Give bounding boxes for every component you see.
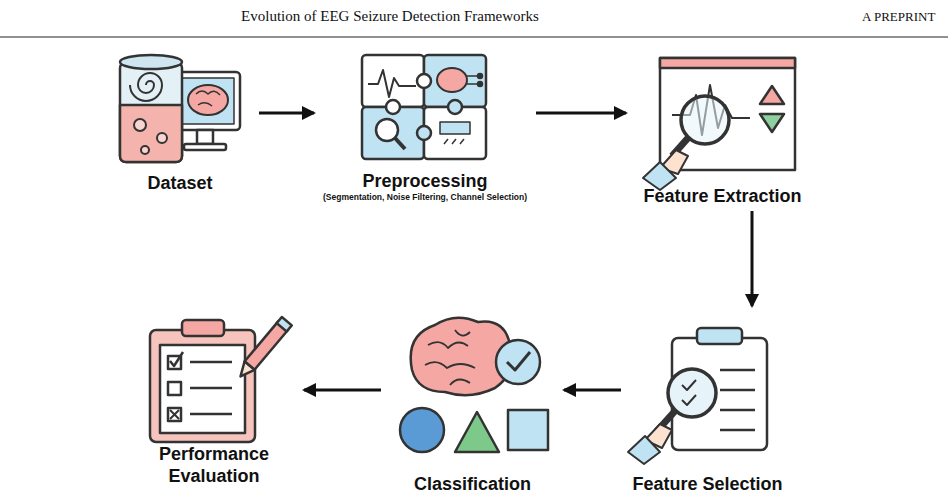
database-icon: [120, 105, 182, 162]
evaluation-icon: [150, 317, 292, 442]
stage-node: Dataset: [105, 50, 255, 194]
puzzle-icon: [417, 74, 431, 88]
stage-node: Feature Extraction: [630, 45, 815, 207]
database-icon: [196, 91, 220, 106]
classification-icon: [507, 352, 530, 370]
database-icon: [184, 144, 226, 150]
feature-extraction-icon: [643, 162, 676, 190]
database-icon: [120, 62, 182, 162]
puzzle-icon: [437, 68, 467, 92]
database-icon: [141, 146, 149, 154]
classification-icon: [400, 408, 444, 452]
evaluation-icon: [236, 361, 255, 380]
feature-selection-icon: [720, 409, 755, 412]
stage-label: Feature Extraction: [630, 185, 815, 207]
feature-selection-icon: [628, 328, 767, 464]
stage-node: Performance Evaluation: [128, 310, 300, 487]
feature-selection-icon: [628, 436, 660, 464]
evaluation-icon: [277, 317, 292, 331]
preprint-mark: A PREPRINT: [862, 9, 935, 25]
feature-extraction-icon: [760, 114, 784, 132]
stage-sublabel: (Segmentation, Noise Filtering, Channel …: [318, 192, 532, 203]
database-icon: [157, 133, 167, 143]
evaluation-icon: [245, 322, 288, 370]
evaluation-icon: [170, 352, 183, 366]
classification-icon: [400, 318, 548, 452]
database-icon: [197, 130, 213, 144]
evaluation-icon: [150, 330, 255, 442]
feature-extraction-icon: [760, 86, 784, 104]
flow-arrow: [751, 211, 754, 306]
stage-node: Preprocessing(Segmentation, Noise Filter…: [318, 48, 532, 203]
evaluation-icon: [190, 361, 232, 364]
puzzle-icon: [368, 70, 416, 97]
puzzle-icon: [395, 138, 405, 149]
feature-selection-icon: [720, 389, 755, 392]
feature-selection-icon: [697, 328, 742, 344]
stage-label: Preprocessing: [318, 170, 532, 192]
feature-extraction-icon: [660, 58, 795, 68]
header-rule: [0, 37, 948, 38]
database-icon: [188, 85, 228, 115]
feature-selection-icon: [720, 429, 755, 432]
evaluation-icon: [168, 408, 181, 421]
stage-label: Dataset: [105, 172, 255, 194]
evaluation-icon: [190, 413, 232, 416]
evaluation-icon: [170, 410, 179, 419]
puzzle-icon: [478, 82, 482, 86]
classification-icon: [455, 412, 499, 452]
feature-extraction-icon: [643, 58, 795, 190]
puzzle-icon: [467, 76, 478, 84]
classification-icon: [425, 330, 475, 385]
evaluation-icon: [236, 317, 292, 381]
puzzle-icon: [362, 55, 486, 159]
stage-label: Classification: [385, 473, 560, 495]
puzzle-icon: [448, 100, 462, 114]
header-rule: [0, 37, 948, 38]
classification-icon: [508, 410, 548, 450]
stage-node: Classification: [385, 310, 560, 495]
database-icon: [120, 55, 182, 69]
feature-extraction-icon: [681, 96, 729, 144]
puzzle-icon: [386, 100, 400, 114]
database-icon: [134, 119, 146, 131]
flow-arrow: [564, 389, 621, 392]
evaluation-icon: [182, 320, 224, 336]
puzzle-icon: [440, 122, 470, 134]
puzzle-icon: [444, 139, 464, 144]
stage-node: Feature Selection: [625, 310, 790, 495]
puzzle-icon: [417, 126, 431, 140]
evaluation-icon: [160, 345, 245, 433]
stage-label: Feature Selection: [625, 473, 790, 495]
puzzle-icon: [478, 74, 482, 78]
flow-arrow: [259, 112, 314, 115]
database-icon: [130, 73, 162, 101]
flow-arrow: [304, 389, 381, 392]
evaluation-icon: [168, 382, 181, 395]
evaluation-icon: [190, 387, 232, 390]
running-title: Evolution of EEG Seizure Detection Frame…: [241, 8, 539, 25]
database-icon: [120, 55, 240, 162]
feature-selection-icon: [720, 369, 755, 372]
flow-arrow: [536, 112, 626, 115]
feature-selection-icon: [668, 369, 716, 417]
puzzle-icon: [376, 119, 398, 141]
feature-selection-icon: [682, 380, 696, 405]
stage-label: Performance Evaluation: [148, 443, 280, 487]
classification-icon: [496, 340, 540, 384]
